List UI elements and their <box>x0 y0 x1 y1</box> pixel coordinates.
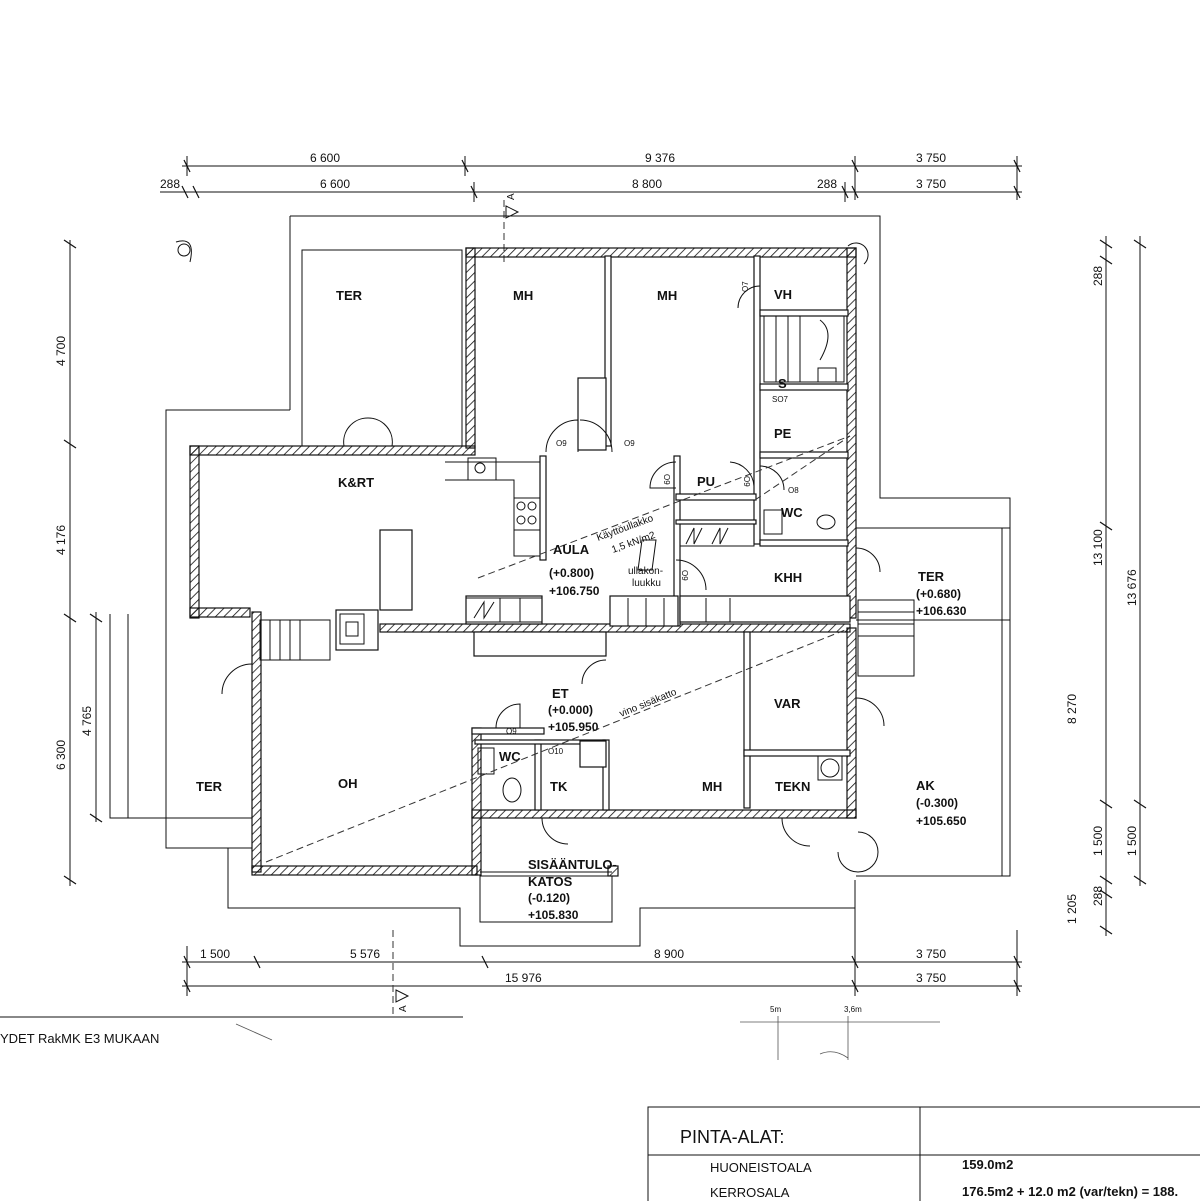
dim-bottom-3750-b: 3 750 <box>916 971 946 985</box>
door-code-8: O9 <box>506 727 517 736</box>
fixtures <box>175 240 1011 923</box>
area-row-1-value: 159.0m2 <box>962 1157 1013 1172</box>
bottom-dimension-lines <box>182 880 1022 996</box>
door-code-5: O9 <box>680 570 689 581</box>
dim-right-13676: 13 676 <box>1125 569 1139 606</box>
section-mark-bottom: A <box>398 1005 409 1012</box>
room-aula-level: (+0.800) <box>549 566 594 580</box>
dim-top-3750: 3 750 <box>916 151 946 165</box>
room-tekn: TEKN <box>775 779 810 794</box>
room-k-rt: K&RT <box>338 475 374 490</box>
interior-walls <box>335 255 851 811</box>
note-ullakon: ullakon- <box>628 566 663 577</box>
room-ak-elev: +105.650 <box>916 814 967 828</box>
room-ter-nw: TER <box>336 288 363 303</box>
room-mh-3: MH <box>702 779 722 794</box>
note-luukku: luukku <box>632 578 661 589</box>
dim-bottom-3750: 3 750 <box>916 947 946 961</box>
dim-right-1205: 1 205 <box>1065 894 1079 924</box>
room-sisaantulo-level: (-0.120) <box>528 891 570 905</box>
roof-outline <box>109 215 1011 947</box>
room-ak: AK <box>916 778 935 793</box>
dim-right-1500: 1 500 <box>1091 826 1105 856</box>
room-ter-e-elev: +106.630 <box>916 604 967 618</box>
door-code-6: O8 <box>788 486 799 495</box>
dim-bottom-5576: 5 576 <box>350 947 380 961</box>
room-so7: SO7 <box>772 395 789 404</box>
dim-top-6600: 6 600 <box>310 151 340 165</box>
right-dimension-lines <box>1099 236 1147 936</box>
area-row-1-label: HUONEISTOALA <box>710 1160 812 1175</box>
room-mh-1: MH <box>513 288 533 303</box>
area-table-title: PINTA-ALAT: <box>680 1127 784 1147</box>
room-ter-e: TER <box>918 569 945 584</box>
left-dimension-lines <box>63 239 103 886</box>
room-vh: VH <box>774 287 792 302</box>
room-wc-2: WC <box>499 749 521 764</box>
exterior-walls <box>189 247 857 877</box>
room-sisaantulo-elev: +105.830 <box>528 908 579 922</box>
top-dimension-lines <box>160 156 1022 202</box>
room-var: VAR <box>774 696 801 711</box>
dim-left-6300: 6 300 <box>54 740 68 770</box>
dim-top-288-left: 288 <box>160 177 180 191</box>
door-code-2: O9 <box>624 439 635 448</box>
area-row-2-label: KERROSALA <box>710 1185 790 1200</box>
room-sisaantulo-1: SISÄÄNTULO- <box>528 857 617 872</box>
dim-left-4176: 4 176 <box>54 525 68 555</box>
dim-bottom-1500: 1 500 <box>200 947 230 961</box>
handwritten-notes <box>740 1016 940 1060</box>
dim-right-288-top: 288 <box>1091 266 1105 286</box>
dim-left-4765: 4 765 <box>80 706 94 736</box>
room-tk: TK <box>550 779 568 794</box>
door-code-3: O9 <box>662 474 671 485</box>
room-ak-level: (-0.300) <box>916 796 958 810</box>
room-et-elev: +105.950 <box>548 720 599 734</box>
room-aula: AULA <box>553 542 590 557</box>
door-code-9: O10 <box>548 747 564 756</box>
dim-right-288-bottom: 288 <box>1091 886 1105 906</box>
dim-bottom-15976: 15 976 <box>505 971 542 985</box>
room-et: ET <box>552 686 569 701</box>
room-pu: PU <box>697 474 715 489</box>
handwriting-3-6m: 3,6m <box>844 1005 862 1014</box>
dim-left-4700: 4 700 <box>54 336 68 366</box>
footnote-text: YDET RakMK E3 MUKAAN <box>0 1031 159 1046</box>
room-khh: KHH <box>774 570 802 585</box>
room-oh: OH <box>338 776 358 791</box>
room-ter-sw: TER <box>196 779 223 794</box>
room-aula-elev: +106.750 <box>549 584 600 598</box>
dim-top-8800: 8 800 <box>632 177 662 191</box>
room-s: S <box>778 376 787 391</box>
room-pe: PE <box>774 426 792 441</box>
room-sisaantulo-2: KATOS <box>528 874 573 889</box>
handwriting-5m: 5m <box>770 1005 781 1014</box>
area-row-2-value: 176.5m2 + 12.0 m2 (var/tekn) = 188. <box>962 1184 1178 1199</box>
door-code-7: O7 <box>741 281 750 292</box>
door-code-4: O9 <box>742 476 751 487</box>
dim-bottom-8900: 8 900 <box>654 947 684 961</box>
dim-top-6600-b: 6 600 <box>320 177 350 191</box>
room-wc-1: WC <box>781 505 803 520</box>
dim-top-9376: 9 376 <box>645 151 675 165</box>
door-code-1: O9 <box>556 439 567 448</box>
dim-top-288-right: 288 <box>817 177 837 191</box>
dim-right-13100: 13 100 <box>1091 529 1105 566</box>
section-line-a <box>392 200 520 1016</box>
room-mh-2: MH <box>657 288 677 303</box>
dim-right-8270: 8 270 <box>1065 694 1079 724</box>
area-table <box>647 1106 1200 1201</box>
room-ter-e-level: (+0.680) <box>916 587 961 601</box>
note-vino-sisakatto: vino sisäkatto <box>618 687 679 720</box>
section-mark-top: A <box>506 193 517 200</box>
room-et-level: (+0.000) <box>548 703 593 717</box>
dim-top-3750-b: 3 750 <box>916 177 946 191</box>
dim-right-1500-outer: 1 500 <box>1125 826 1139 856</box>
